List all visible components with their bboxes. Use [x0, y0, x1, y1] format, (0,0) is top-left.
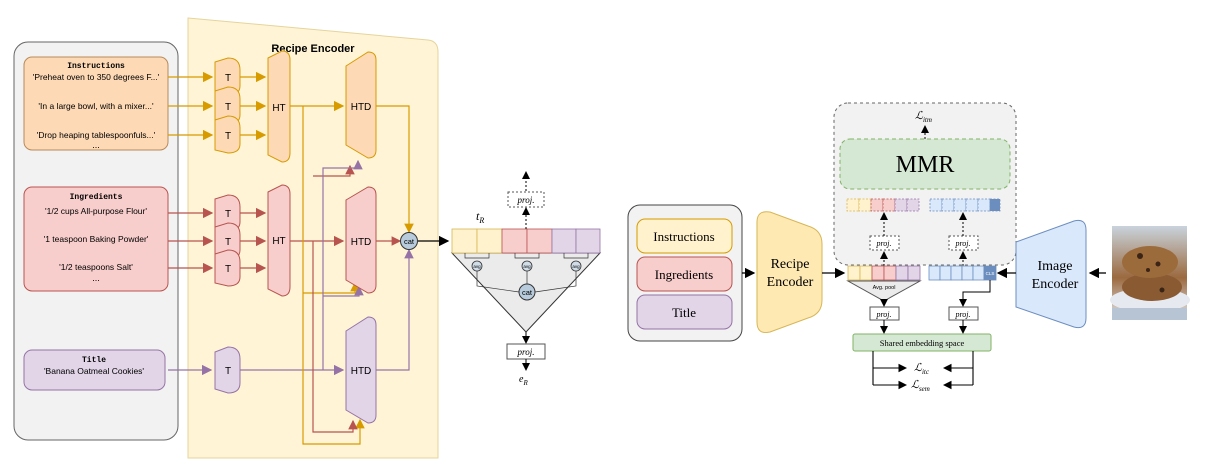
recipe-encoder-label-2: Encoder	[767, 275, 814, 290]
t-label: T	[225, 73, 231, 84]
proj-label: proj.	[954, 239, 970, 248]
htd-to-cat-link	[376, 105, 414, 234]
ingredients-box	[23, 186, 169, 292]
mmr-image-tokens	[929, 198, 1001, 212]
tr-label: tR	[476, 209, 484, 225]
ingredient-arrows	[168, 207, 214, 274]
title-header: Title	[82, 356, 106, 365]
instruction-arrows	[168, 71, 214, 141]
t-label: T	[225, 102, 231, 113]
instructions-box	[23, 56, 169, 151]
avg-label: avg	[523, 264, 531, 269]
mmr-block	[839, 138, 1011, 190]
cls-token-label: CLS	[986, 271, 995, 276]
htd-block-instructions	[345, 51, 377, 159]
t-to-ht-arrows	[240, 71, 267, 141]
cat-label-middle: cat	[522, 288, 533, 297]
instructions-ellipsis: ...	[92, 140, 100, 150]
ht-block-instructions	[267, 50, 291, 163]
ingredients-line-3: '1/2 teaspoons Salt'	[59, 262, 133, 272]
proj-label: proj.	[954, 310, 970, 319]
avg-nodes	[471, 260, 582, 272]
l-itc-label: ℒitc	[914, 362, 930, 376]
mmr-label: MMR	[896, 152, 955, 178]
loss-arrows	[872, 351, 974, 390]
t-label: T	[225, 237, 231, 248]
proj-label: proj.	[517, 195, 535, 205]
cat-label: cat	[404, 237, 415, 246]
htd-block-title	[345, 316, 377, 424]
cat-node	[400, 232, 418, 250]
instructions-line-1: 'Preheat oven to 350 degrees F...'	[33, 72, 160, 82]
input-ingredients-label: Ingredients	[655, 267, 713, 282]
avg-pool-triangle	[846, 280, 922, 302]
t-blocks-ingredients	[214, 194, 241, 287]
cls-to-proj-arrow	[959, 280, 991, 307]
t-to-ht-arrows	[240, 207, 267, 274]
input-title	[636, 294, 733, 330]
htd-label: HTD	[351, 102, 372, 113]
tr-token-cells	[451, 228, 601, 254]
image-encoder-block	[1015, 219, 1087, 329]
title-line-1: 'Banana Oatmeal Cookies'	[44, 366, 144, 376]
cat-node-middle	[518, 283, 536, 301]
t-label: T	[225, 209, 231, 220]
title-box	[23, 349, 166, 391]
avg-label: avg	[473, 264, 481, 269]
ht-label: HT	[272, 103, 285, 114]
l-sem-label: ℒsem	[911, 379, 930, 393]
t-label: T	[225, 131, 231, 142]
cross-links-purple	[322, 159, 364, 370]
instructions-line-2: 'In a large bowl, with a mixer...'	[38, 101, 154, 111]
ht-label: HT	[272, 236, 285, 247]
ingredients-line-1: '1/2 cups All-purpose Flour'	[45, 206, 147, 216]
htd-label: HTD	[351, 366, 372, 377]
proj-box-text-mmr	[869, 235, 900, 251]
htd-to-cat-link	[376, 248, 414, 371]
ingredients-ellipsis: ...	[92, 273, 100, 283]
htd-block-ingredients	[345, 186, 377, 294]
shared-embedding-box	[852, 333, 992, 352]
er-label: eR	[519, 374, 528, 387]
image-encoder-label-1: Image	[1038, 259, 1073, 274]
input-title-label: Title	[672, 305, 696, 320]
recipe-encoder-label-1: Recipe	[771, 257, 810, 272]
cookie-photo	[1110, 226, 1190, 320]
avg-pool-label: Avg. pool	[873, 285, 896, 291]
input-instructions-label: Instructions	[653, 229, 714, 244]
t-blocks-instructions	[214, 57, 241, 154]
avg-links	[464, 253, 589, 293]
shared-embedding-label: Shared embedding space	[880, 338, 965, 348]
t-label: T	[225, 264, 231, 275]
ingredients-line-2: '1 teaspoon Baking Powder'	[44, 234, 149, 244]
mmr-text-tokens	[846, 198, 920, 212]
ingredients-header: Ingredients	[70, 193, 123, 202]
avg-label: avg	[572, 264, 580, 269]
input-instructions	[636, 218, 733, 254]
text-token-row	[847, 265, 921, 281]
ht-block-ingredients	[267, 184, 291, 297]
t-block-title	[214, 346, 241, 394]
recipe-encoder-title: Recipe Encoder	[271, 43, 355, 55]
proj-box-top	[507, 191, 545, 208]
recipe-encoder-block	[756, 211, 823, 333]
cross-links-red	[312, 164, 358, 433]
proj-label: proj.	[517, 347, 535, 357]
htd-label: HTD	[351, 237, 372, 248]
proj-box-image-mmr	[948, 235, 979, 251]
image-encoder-label-2: Encoder	[1032, 277, 1079, 292]
input-ingredients	[636, 256, 733, 292]
instructions-header: Instructions	[67, 62, 125, 71]
instructions-line-3: 'Drop heaping tablespoonfuls...'	[37, 130, 156, 140]
proj-label: proj.	[875, 239, 891, 248]
image-token-row	[928, 265, 997, 281]
proj-label: proj.	[875, 310, 891, 319]
t-label: T	[225, 366, 231, 377]
